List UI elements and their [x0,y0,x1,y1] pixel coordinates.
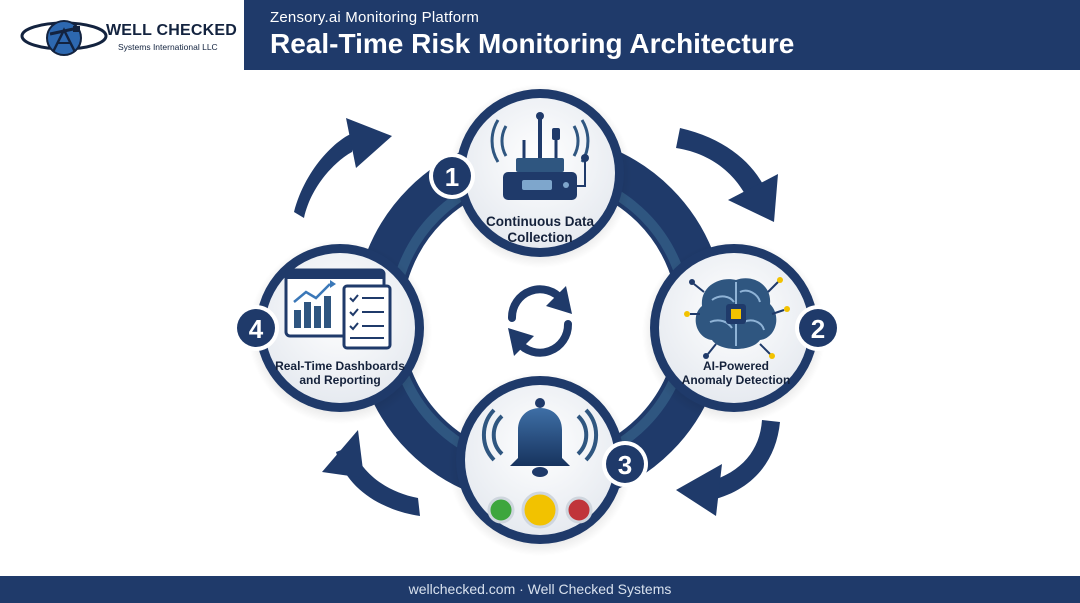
ai-brain-icon [684,277,790,359]
step-4-label-line2: and Reporting [299,373,380,387]
step-1-number: 1 [445,162,459,192]
red-light-icon [565,496,593,524]
arrow-top-left [294,118,392,218]
arrow-top-right [676,128,778,222]
header-subtitle: Zensory.ai Monitoring Platform [270,9,480,26]
header-band: Zensory.ai Monitoring Platform Real-Time… [244,0,1080,70]
outer-arrows [294,118,780,516]
step-2-number: 2 [811,314,825,344]
logo-area: WELL CHECKED Systems International LLC [0,0,244,70]
step-4-label-line1: Real-Time Dashboards [275,359,405,373]
step-3-node: 3 [448,372,648,556]
step-4-number: 4 [249,314,264,344]
step-4-node: Real-Time Dashboards and Reporting 4 [233,240,432,424]
brand-subtitle: Systems International LLC [118,42,218,52]
arrow-bottom-right [676,420,780,516]
router-antenna-icon [490,112,590,200]
step-1-node: Continuous Data Collection 1 [429,84,632,268]
step-2-label-line2: Anomaly Detection [682,373,791,387]
arrow-bottom-left [322,430,420,516]
traffic-lights [487,491,593,529]
footer-bar: wellchecked.com · Well Checked Systems [0,576,1080,603]
brand-name: WELL CHECKED [106,22,237,39]
step-1-label-line1: Continuous Data [486,214,594,229]
step-2-label-line1: AI-Powered [703,359,769,373]
cycle-diagram: Continuous Data Collection 1 AI [233,84,841,556]
dashboard-report-icon [284,268,392,350]
refresh-cycle-icon [507,285,573,357]
step-1-label-line2: Collection [507,230,572,245]
step-3-number: 3 [618,450,632,480]
alert-bell-icon [481,398,599,477]
green-light-icon [487,496,515,524]
step-2-node: AI-Powered Anomaly Detection 2 [642,240,841,424]
company-logo-icon [20,20,108,56]
footer-text: wellchecked.com · Well Checked Systems [408,581,672,597]
yellow-light-icon [521,491,559,529]
page-title: Real-Time Risk Monitoring Architecture [270,28,795,59]
